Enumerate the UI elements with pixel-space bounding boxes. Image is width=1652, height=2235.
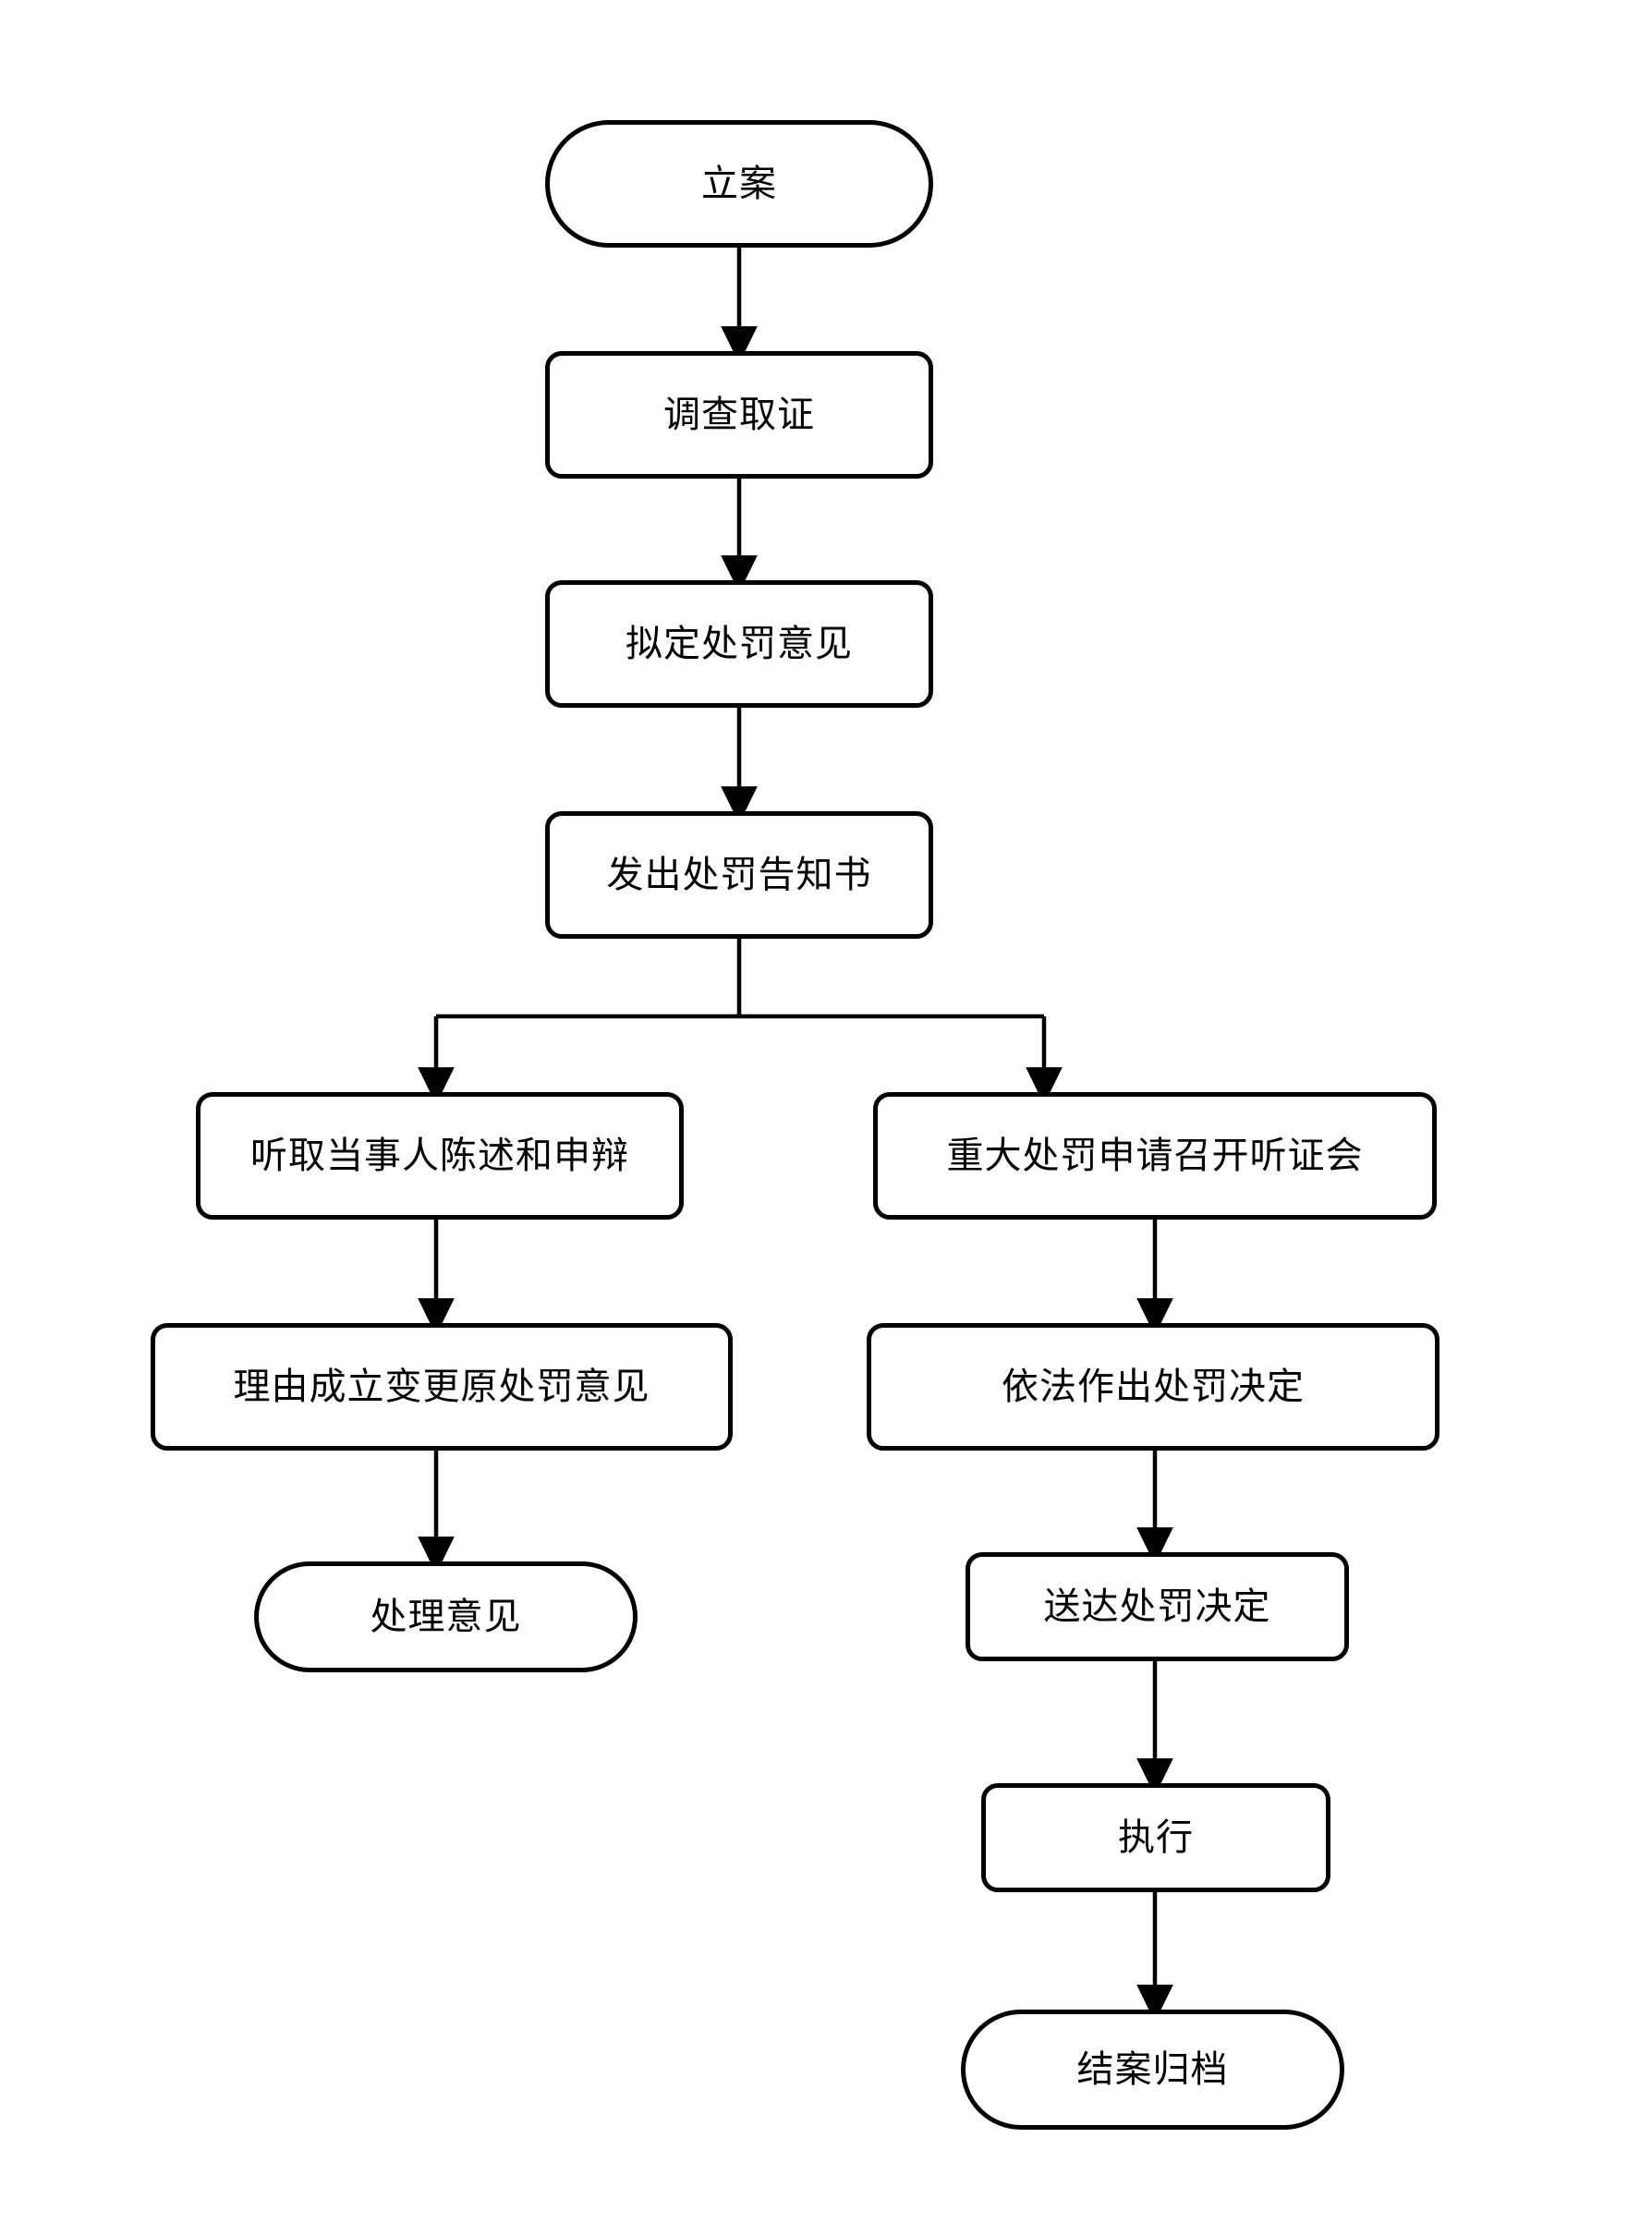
node-case-filing[interactable]: 立案	[545, 120, 933, 248]
node-label: 依法作出处罚决定	[1002, 1366, 1305, 1407]
node-label: 结案归档	[1076, 2048, 1229, 2090]
node-case-closure-archiving[interactable]: 结案归档	[961, 2010, 1344, 2130]
node-label: 执行	[1118, 1816, 1194, 1858]
node-issue-penalty-notice[interactable]: 发出处罚告知书	[545, 811, 933, 939]
node-label: 送达处罚决定	[1043, 1585, 1271, 1627]
node-label: 理由成立变更原处罚意见	[233, 1366, 650, 1407]
node-label: 重大处罚申请召开听证会	[946, 1135, 1364, 1176]
node-handling-opinion[interactable]: 处理意见	[254, 1561, 638, 1672]
node-amend-original-penalty-opinion[interactable]: 理由成立变更原处罚意见	[151, 1323, 733, 1451]
node-label: 听取当事人陈述和申辩	[250, 1135, 629, 1176]
node-label: 调查取证	[663, 394, 815, 435]
node-execution[interactable]: 执行	[981, 1783, 1330, 1892]
node-label: 立案	[701, 163, 777, 204]
node-label: 拟定处罚意见	[626, 623, 853, 664]
node-label: 发出处罚告知书	[606, 854, 872, 895]
node-serve-penalty-decision[interactable]: 送达处罚决定	[966, 1552, 1349, 1661]
node-major-penalty-hearing-request[interactable]: 重大处罚申请召开听证会	[873, 1092, 1437, 1220]
node-make-penalty-decision[interactable]: 依法作出处罚决定	[867, 1323, 1439, 1451]
node-draft-penalty-opinion[interactable]: 拟定处罚意见	[545, 580, 933, 708]
node-label: 处理意见	[370, 1596, 522, 1637]
node-hear-party-statement-defense[interactable]: 听取当事人陈述和申辩	[196, 1092, 684, 1220]
node-investigation-evidence[interactable]: 调查取证	[545, 351, 933, 479]
